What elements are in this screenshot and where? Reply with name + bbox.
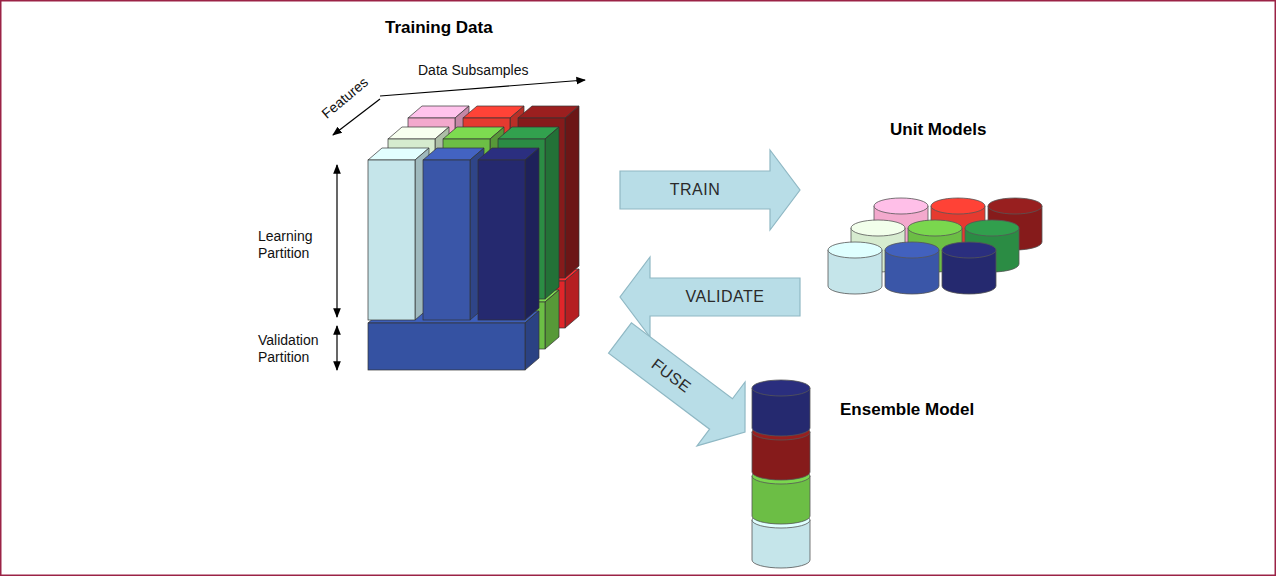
unit-model-cylinders: [828, 198, 1042, 294]
partition-label: Learning Partition: [258, 228, 332, 262]
box-front: [478, 160, 525, 320]
cylinder-top: [885, 242, 939, 258]
cylinder-top: [931, 198, 985, 214]
data-column: [478, 148, 539, 320]
box-side: [565, 269, 579, 328]
arrow-label: VALIDATE: [686, 288, 765, 306]
unit-model-cylinder: [885, 242, 939, 294]
group-heading: Unit Models: [890, 120, 986, 140]
cylinder-top: [752, 380, 810, 396]
box-front: [368, 160, 415, 320]
dimension-arrow: [336, 326, 337, 370]
dimension-arrow: [336, 165, 337, 317]
training-data-blocks: [368, 106, 579, 370]
axis-label: Data Subsamples: [418, 62, 529, 79]
unit-model-cylinder: [942, 242, 996, 294]
box-front: [423, 160, 470, 320]
group-heading: Ensemble Model: [840, 400, 974, 420]
box-side: [545, 127, 559, 299]
cylinder-top: [988, 198, 1042, 214]
box-side: [525, 311, 539, 370]
box-side: [525, 148, 539, 320]
diagram-group: Ensemble Model: [745, 372, 1025, 568]
cylinder-top: [851, 220, 905, 236]
unit-model-cylinder: [828, 242, 882, 294]
block-arrow: [620, 257, 800, 337]
data-column: [368, 148, 429, 320]
cylinder-top: [874, 198, 928, 214]
data-column: [423, 148, 484, 320]
diagram-group: Unit Models: [800, 112, 1130, 300]
box-front: [368, 323, 525, 370]
box-side: [545, 290, 559, 349]
cylinder-top: [942, 242, 996, 258]
box-side: [565, 106, 579, 278]
ensemble-cylinders: [752, 380, 810, 568]
group-heading: Training Data: [385, 18, 493, 38]
axis-arrow: [380, 80, 585, 96]
cylinder-top: [965, 220, 1019, 236]
cylinder-top: [908, 220, 962, 236]
ensemble-cylinder: [752, 380, 810, 436]
block-arrow: [609, 323, 745, 446]
cylinder-top: [828, 242, 882, 258]
partition-label: Validation Partition: [258, 332, 332, 366]
axis-label: Features: [318, 74, 371, 122]
block-arrow: [620, 150, 800, 230]
arrow-label: TRAIN: [670, 181, 721, 199]
